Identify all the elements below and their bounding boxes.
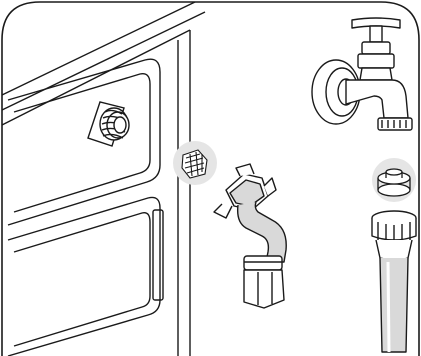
hose-end-fitting-icon	[372, 211, 416, 352]
angled-hose-connector-icon	[214, 164, 286, 308]
inlet-filter-icon	[173, 141, 217, 185]
water-inlet-thread-icon	[88, 102, 129, 146]
water-tap-icon	[312, 18, 412, 130]
appliance-body-icon	[2, 2, 205, 356]
tap-seal-washer-icon	[372, 158, 416, 202]
